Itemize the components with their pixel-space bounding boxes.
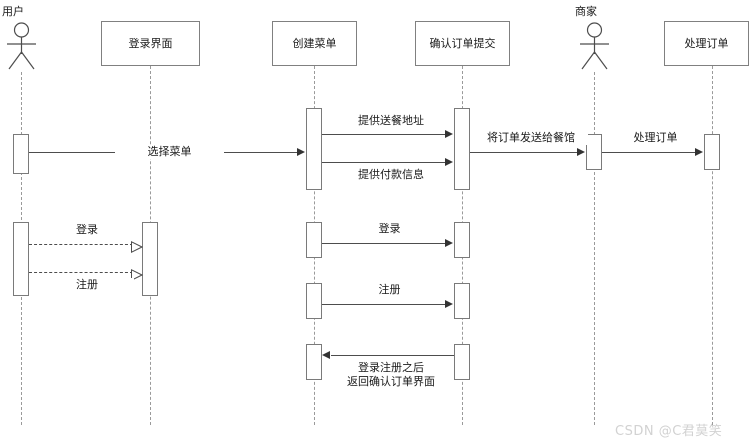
participant-label-create-menu: 创建菜单 [292,37,337,50]
message-arrowhead-register-mid [445,300,453,308]
message-line-send-order-to-restaurant [470,152,577,153]
csdn-watermark: CSDN @C君莫笑 [615,424,723,439]
message-line-register-return [29,272,133,273]
participant-box-create-menu: 创建菜单 [272,21,357,66]
message-line-login-return [29,244,133,245]
participant-box-login-ui: 登录界面 [101,21,200,66]
message-line-register-mid [322,304,445,305]
message-label-login-return: 登录 [40,223,134,237]
message-label-register-return: 注册 [40,278,134,292]
message-arrowhead-provide-payment-info [445,158,453,166]
message-line-process-order-msg [602,152,695,153]
message-line-login-mid [322,243,445,244]
message-arrowhead-send-order-to-restaurant [577,148,585,156]
participant-label-process-order: 处理订单 [684,37,729,50]
message-label-provide-delivery-address: 提供送餐地址 [330,114,452,128]
activation-bar-user [13,134,29,174]
message-line-provide-payment-info [322,162,445,163]
message-arrowhead-provide-delivery-address [445,130,453,138]
lifeline-merchant [594,72,595,425]
stick-figure-icon [7,22,36,70]
message-line-provide-delivery-address [322,134,445,135]
participant-box-confirm-order-submit: 确认订单提交 [415,21,510,66]
activation-bar-create-menu [306,108,322,190]
message-label-select-menu: 选择菜单 [115,145,224,159]
message-label-line2: 返回确认订单界面 [347,374,435,388]
activation-bar-create-menu [306,222,322,258]
activation-bar-confirm-order-submit [454,222,470,258]
message-arrowhead-select-menu [297,148,305,156]
actor-label-user: 用户 [2,5,24,18]
activation-bar-confirm-order-submit [454,108,470,190]
participant-label-confirm-order-submit: 确认订单提交 [429,37,496,50]
message-label-return-to-confirm-order: 登录注册之后返回确认订单界面 [330,361,452,389]
message-line-return-to-confirm-order [331,355,454,356]
activation-bar-user [13,222,29,296]
lifeline-process-order [712,66,713,425]
activation-bar-create-menu [306,283,322,319]
message-label-register-mid: 注册 [345,283,434,297]
message-label-login-mid: 登录 [345,222,434,236]
message-arrowhead-login-mid [445,239,453,247]
activation-bar-create-menu [306,344,322,380]
participant-label-login-ui: 登录界面 [128,37,173,50]
activation-bar-merchant [586,134,602,170]
message-arrowhead-return-to-confirm-order [322,351,330,359]
message-label-send-order-to-restaurant: 将订单发送给餐馆 [474,131,588,145]
participant-box-process-order: 处理订单 [664,21,749,66]
stick-figure-icon [580,22,609,70]
actor-figure-merchant [579,22,611,72]
message-label-provide-payment-info: 提供付款信息 [330,168,452,182]
activation-bar-login-ui [142,222,158,296]
actor-label-merchant: 商家 [575,5,597,18]
activation-bar-confirm-order-submit [454,344,470,380]
activation-bar-confirm-order-submit [454,283,470,319]
message-label-line1: 登录注册之后 [358,361,424,374]
actor-figure-user [6,22,38,72]
message-label-process-order-msg: 处理订单 [611,131,700,145]
activation-bar-process-order [704,134,720,170]
message-arrowhead-process-order-msg [695,148,703,156]
